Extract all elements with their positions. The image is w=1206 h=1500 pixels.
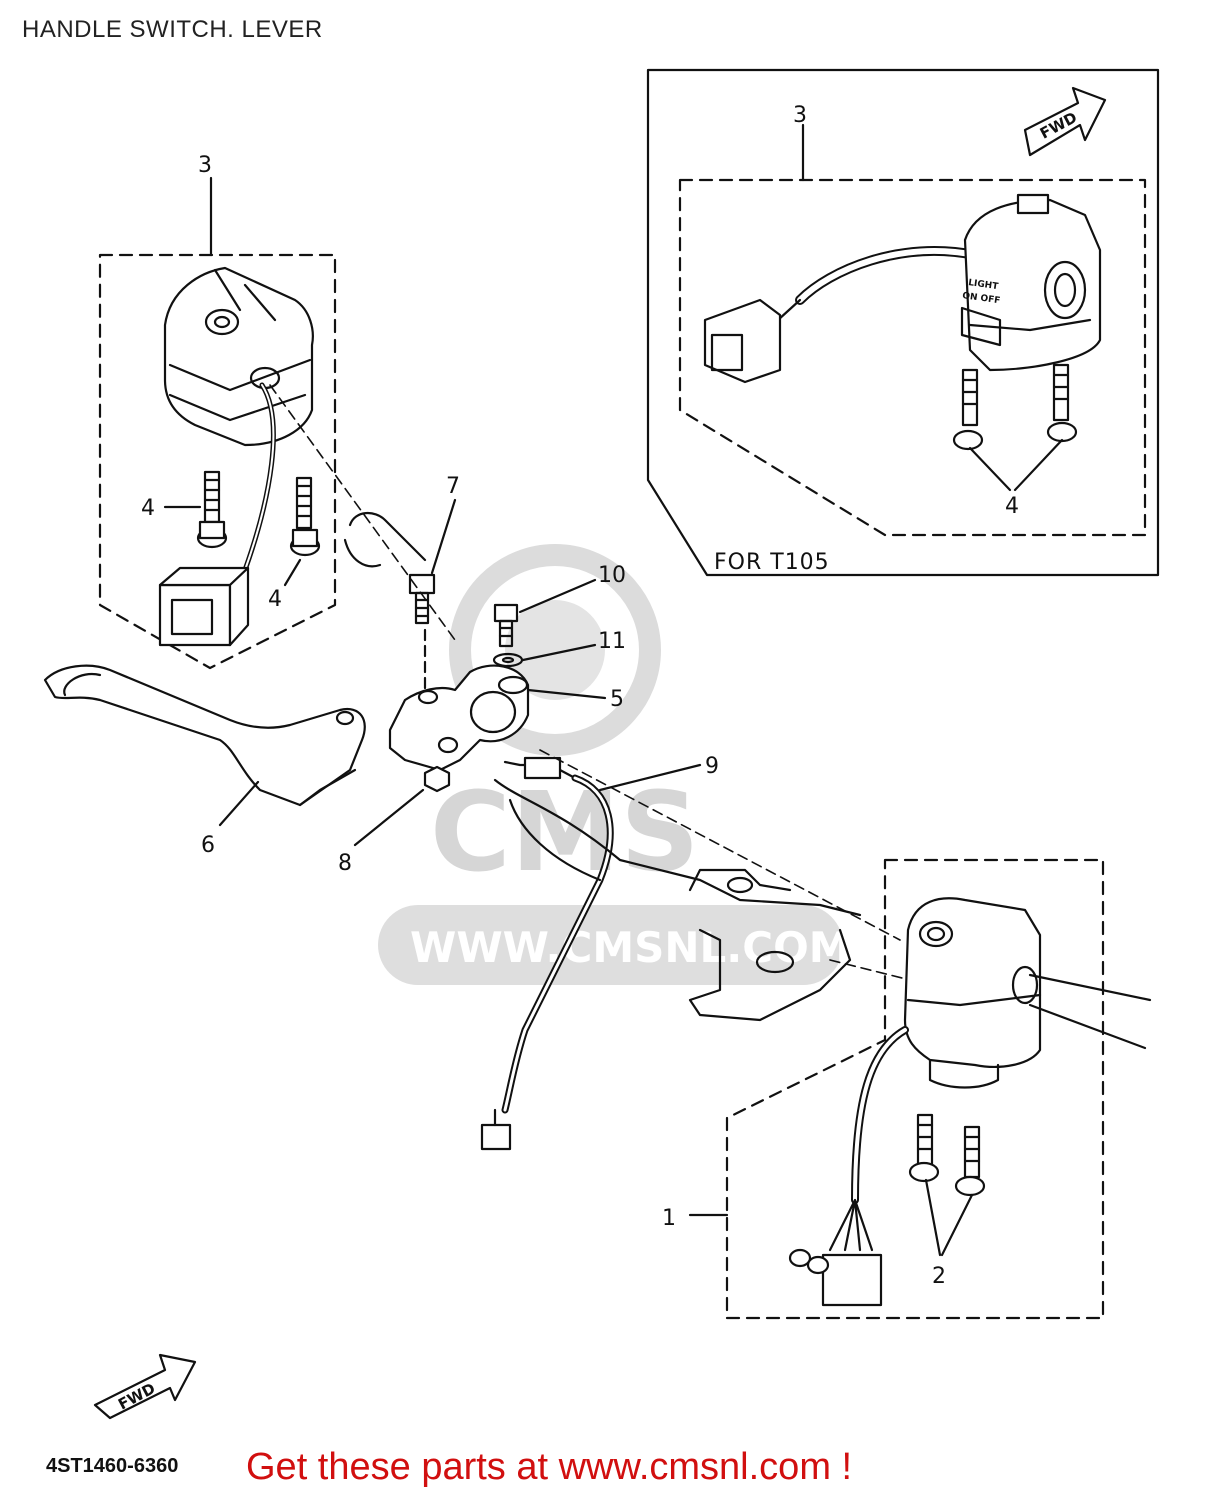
callout-11: 11 bbox=[598, 629, 626, 654]
left-switch-group bbox=[98, 176, 337, 670]
screw bbox=[1046, 363, 1078, 443]
callout-3-left: 3 bbox=[198, 153, 212, 178]
callout-6: 6 bbox=[201, 833, 215, 858]
fwd-arrow bbox=[1023, 86, 1107, 157]
callout-8: 8 bbox=[338, 851, 352, 876]
watermark-url: WWW.CMSNL.COM bbox=[410, 923, 851, 972]
screw bbox=[289, 476, 321, 557]
callout-4-left-a: 4 bbox=[141, 496, 155, 521]
screw bbox=[954, 1125, 986, 1197]
inset-switch-text-1: LIGHT bbox=[968, 278, 1000, 292]
fwd-arrow-bottom bbox=[93, 1353, 197, 1420]
part-code: 4ST1460-6360 bbox=[46, 1455, 179, 1477]
callout-10: 10 bbox=[598, 563, 626, 588]
screw bbox=[908, 1113, 940, 1183]
callout-9: 9 bbox=[705, 754, 719, 779]
callout-5: 5 bbox=[610, 687, 624, 712]
callout-3-inset: 3 bbox=[793, 103, 807, 128]
watermark: CMS WWW.CMSNL.COM bbox=[378, 544, 851, 985]
callout-2: 2 bbox=[932, 1264, 946, 1289]
screw bbox=[196, 470, 228, 549]
handlebar bbox=[343, 512, 911, 1022]
screw bbox=[952, 368, 984, 451]
brake-lever bbox=[43, 664, 366, 827]
callout-4-inset: 4 bbox=[1005, 494, 1019, 519]
inset-label: FOR T105 bbox=[714, 550, 830, 575]
callout-4-left-b: 4 bbox=[268, 587, 282, 612]
callout-1: 1 bbox=[662, 1206, 676, 1231]
cta-link[interactable]: Get these parts at www.cmsnl.com ! bbox=[246, 1446, 853, 1488]
callout-7: 7 bbox=[446, 474, 460, 499]
inset-box bbox=[646, 68, 1160, 577]
page-title: HANDLE SWITCH. LEVER bbox=[22, 16, 323, 43]
right-switch-group bbox=[688, 858, 1152, 1320]
watermark-brand: CMS bbox=[430, 768, 699, 896]
